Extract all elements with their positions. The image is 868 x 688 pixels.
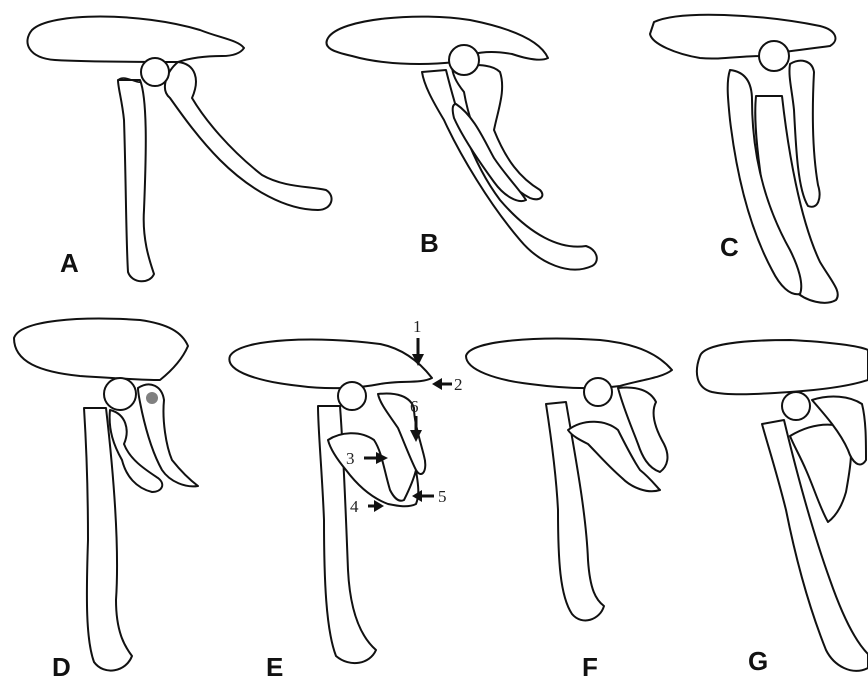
- panel-f-blade: [466, 339, 672, 389]
- panel-d-label: D: [52, 652, 71, 682]
- annotation-4: 4: [350, 497, 359, 516]
- panel-d-gray-marker: [146, 392, 158, 404]
- annotation-5: 5: [438, 487, 447, 506]
- panel-c-label: C: [720, 232, 739, 262]
- panel-g-joint-ball: [782, 392, 810, 420]
- panel-b-joint-ball: [449, 45, 479, 75]
- panel-a: A: [27, 17, 331, 282]
- panel-e-blade: [229, 340, 432, 389]
- panel-e-joint-ball: [338, 382, 366, 410]
- panel-c-joint-ball: [759, 41, 789, 71]
- panel-f-label: F: [582, 652, 598, 682]
- panel-g: G: [697, 340, 868, 676]
- annotation-2: 2: [454, 375, 463, 394]
- panel-a-strut: [165, 62, 332, 210]
- panel-e: 1 2 3 4 5 6 E: [229, 317, 462, 682]
- panel-a-blade: [27, 17, 244, 63]
- panel-g-label: G: [748, 646, 768, 676]
- panel-c-blade: [650, 15, 835, 59]
- panel-e-label: E: [266, 652, 283, 682]
- panel-b-label: B: [420, 228, 439, 258]
- panel-d: D: [14, 319, 198, 682]
- panel-d-blade: [14, 319, 188, 380]
- annotation-6: 6: [410, 397, 419, 416]
- panel-c: C: [650, 15, 838, 303]
- arrow-2: [432, 378, 452, 390]
- panel-d-joint-ball: [104, 378, 136, 410]
- panel-b: B: [326, 17, 596, 270]
- panel-a-label: A: [60, 248, 79, 278]
- annotation-3: 3: [346, 449, 355, 468]
- panel-a-joint-ball: [141, 58, 169, 86]
- panel-f-joint-ball: [584, 378, 612, 406]
- panel-f: F: [466, 339, 672, 682]
- annotation-1: 1: [413, 317, 422, 336]
- panel-b-blade: [326, 17, 548, 64]
- panel-a-stem: [118, 80, 154, 281]
- panel-g-blade: [697, 340, 868, 394]
